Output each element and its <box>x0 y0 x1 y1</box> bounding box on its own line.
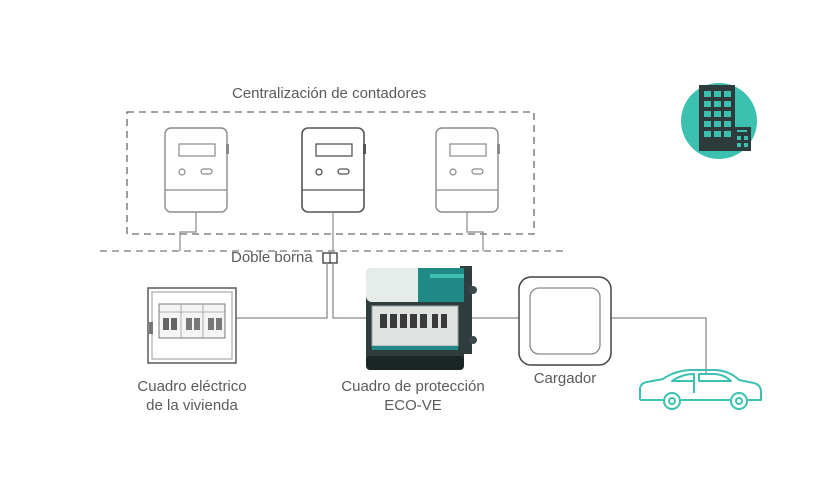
charger-label: Cargador <box>533 370 597 387</box>
wiring-lines <box>236 263 707 373</box>
meters-group-box <box>126 111 535 235</box>
meters-group-label: Centralización de contadores <box>232 85 427 102</box>
building-icon <box>681 83 757 159</box>
car-icon <box>639 369 762 410</box>
meter-3 <box>435 127 500 213</box>
protection-box-label-line2: ECO-VE <box>384 397 442 414</box>
meter-drop-lines <box>179 212 484 251</box>
home-electrical-panel <box>147 287 237 364</box>
home-panel-label-line1: Cuadro eléctrico <box>137 378 247 395</box>
home-panel-label-line2: de la vivienda <box>146 397 238 414</box>
meter-2 <box>301 127 366 213</box>
protection-box-eco-ve <box>366 266 477 370</box>
meter-1 <box>164 127 229 213</box>
charger <box>518 276 612 366</box>
double-terminal-icon <box>322 252 338 264</box>
protection-box-label-line1: Cuadro de protección <box>341 378 485 395</box>
double-terminal-label: Doble borna <box>231 249 313 266</box>
